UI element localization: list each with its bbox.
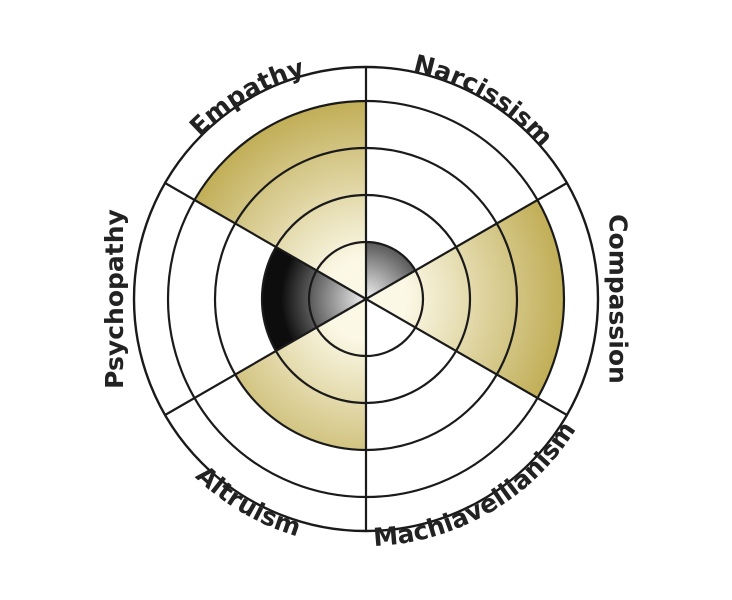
label-narcissism: Narcissism — [411, 49, 559, 152]
divider-line — [164, 298, 367, 416]
segment-fill-compassion — [366, 200, 564, 398]
label-psychopathy: Psychopathy — [100, 209, 129, 389]
segment-fill-psychopathy — [261, 247, 366, 351]
divider-line — [365, 182, 568, 300]
label-compassion: Compassion — [603, 214, 632, 384]
divider-line — [365, 298, 568, 416]
label-altruism: Altruism — [191, 460, 305, 542]
divider-line — [164, 182, 367, 300]
label-machiavellianism: Machiavellianism — [372, 416, 581, 552]
segment-dividers — [164, 67, 568, 531]
segment-fill-empathy — [194, 101, 366, 299]
segment-fill-altruism — [235, 299, 366, 450]
segment-fills — [194, 101, 564, 450]
